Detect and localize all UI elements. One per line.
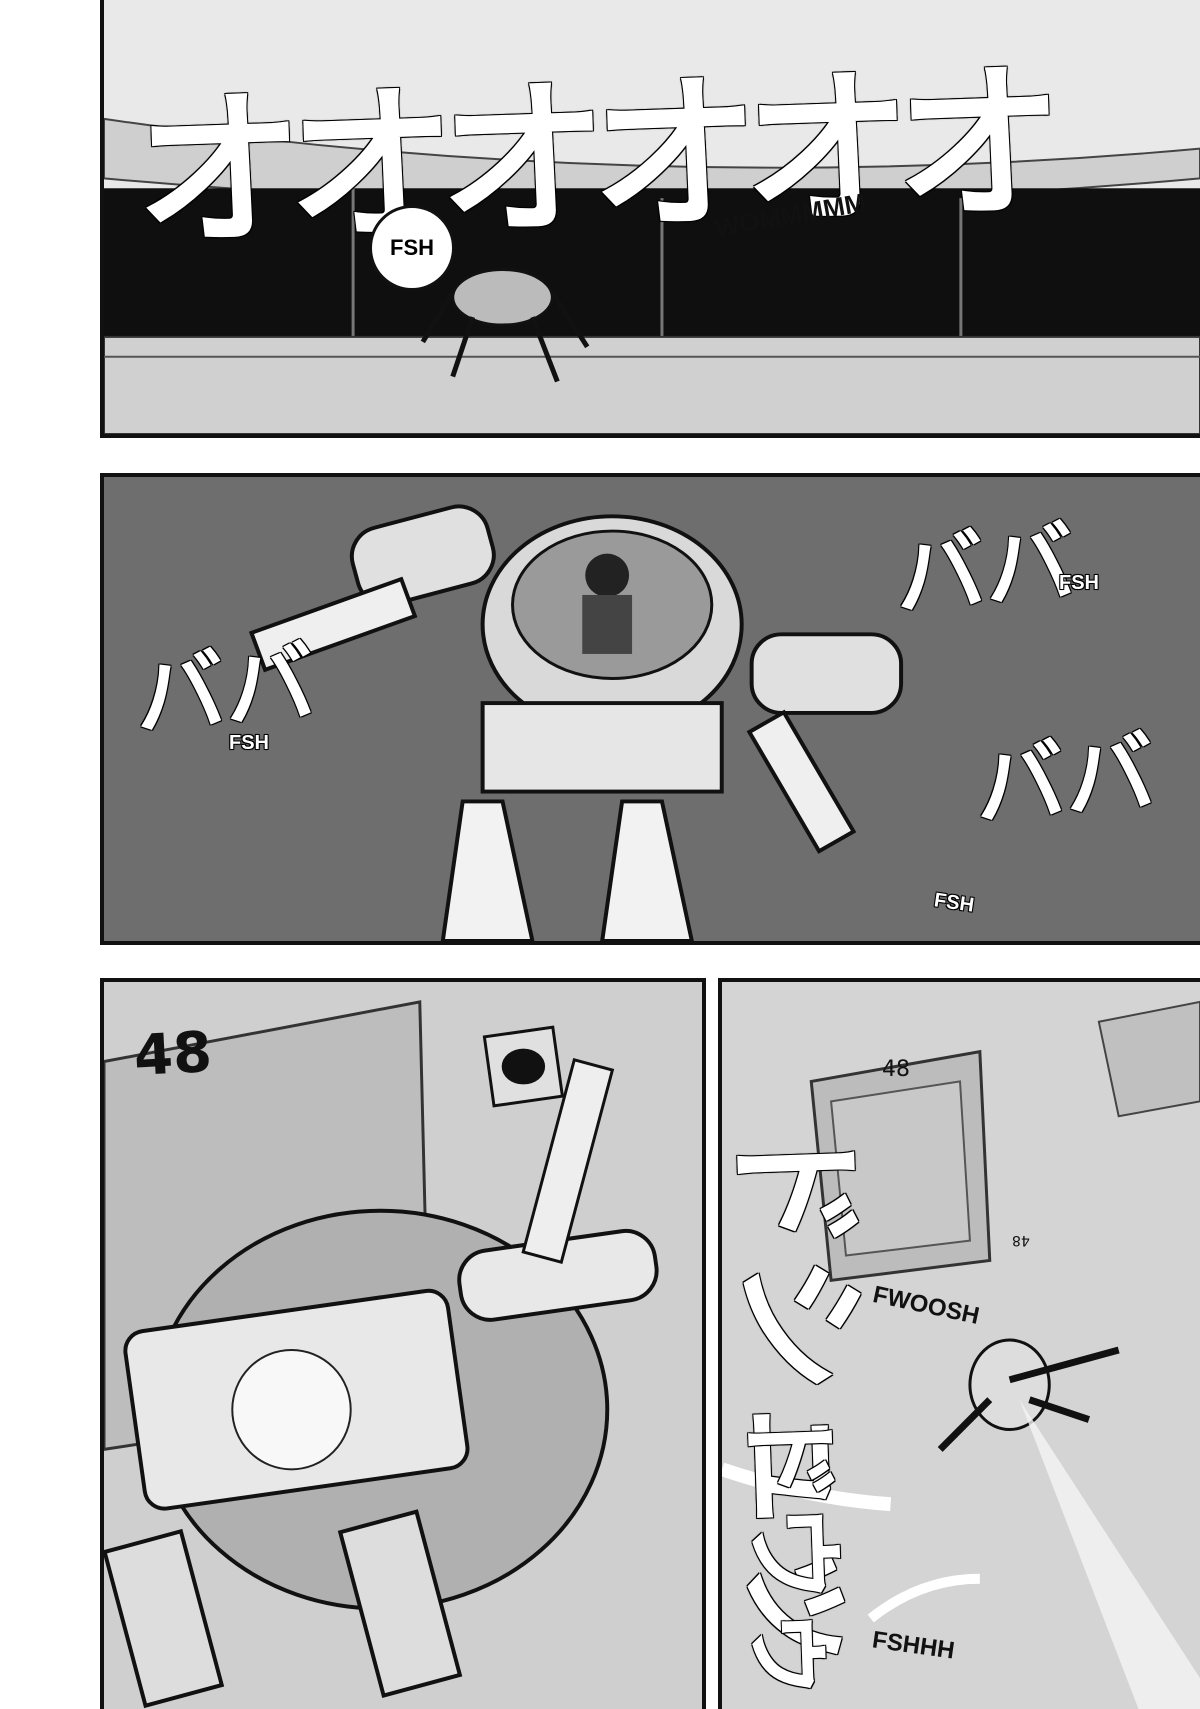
- speech-bubble-fsh: FSH: [369, 205, 455, 291]
- sfx-katakana-right-top: ババ: [890, 513, 1079, 629]
- bay-number-label-far: 48: [882, 1057, 910, 1082]
- bay-closeup-illustration: [104, 982, 702, 1709]
- sfx-katakana-dowa: ドウゥ: [731, 1401, 854, 1706]
- sfx-katakana-right-bottom: ババ: [970, 723, 1159, 839]
- hangar-illustration: [104, 0, 1200, 434]
- mech-illustration: [104, 477, 1200, 941]
- launch-illustration: [722, 982, 1200, 1709]
- sfx-roar-katakana: オオオオオオ: [131, 48, 1050, 270]
- panel-middle-mech: ババ ババ ババ FSH FSH FSH: [100, 473, 1200, 945]
- bay-number-label: 48: [132, 1020, 214, 1089]
- panel-top-hangar: オオオオオオ WOMMMMM FSH: [100, 0, 1200, 438]
- panel-bottom-left-bay: 48: [100, 978, 706, 1709]
- sfx-katakana-left: ババ: [130, 633, 319, 749]
- sfx-fsh-right-top: FSH: [1059, 572, 1099, 594]
- sfx-fsh-left: FSH: [229, 732, 269, 754]
- bay-number-label-small: 48: [1012, 1232, 1030, 1248]
- panel-bottom-right-launch: 48 48 ドシュッ ドウゥ FWOOSH FSHHH: [718, 978, 1200, 1709]
